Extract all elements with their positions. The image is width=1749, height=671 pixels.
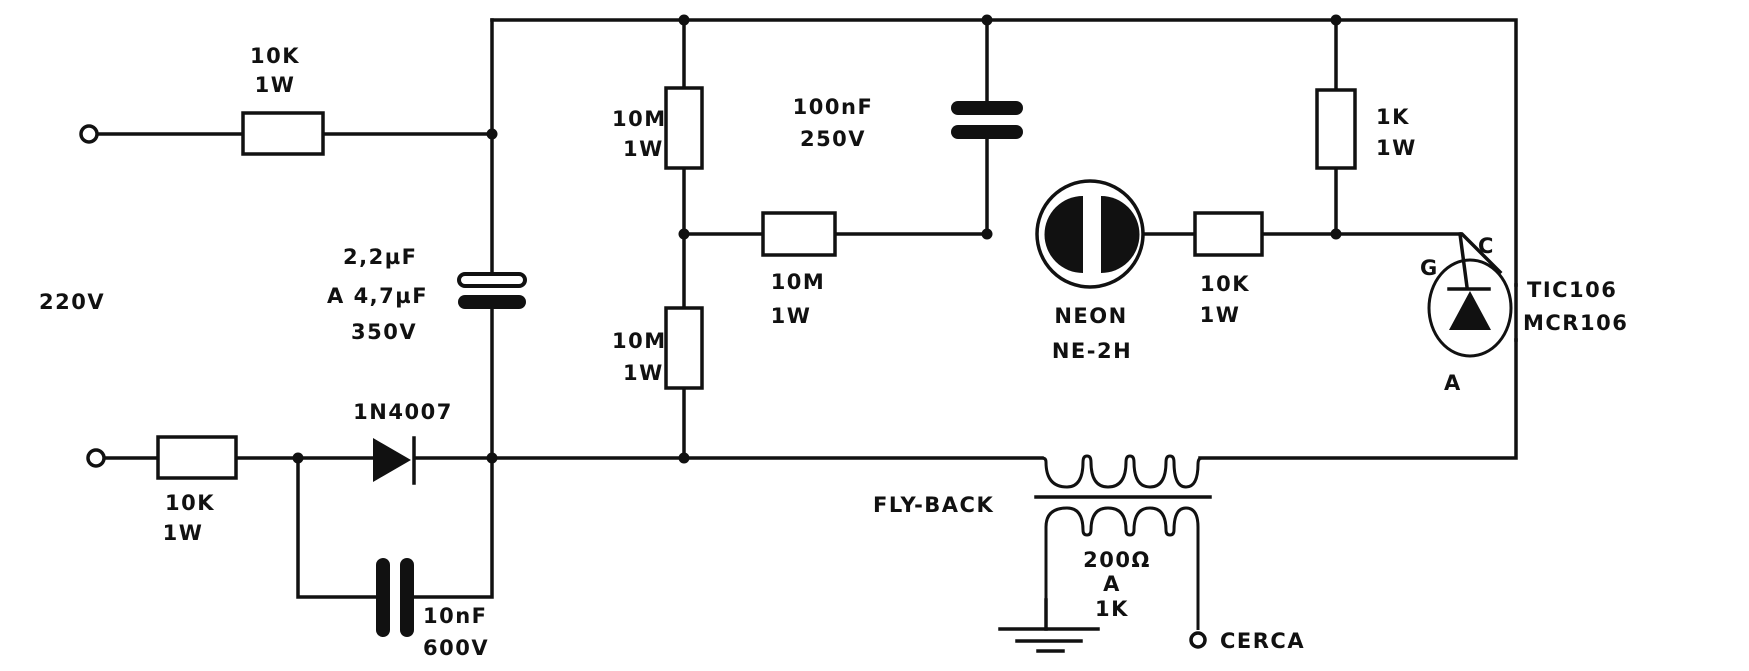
resistor-gate [1193,211,1264,257]
primary-winding-icon [1041,454,1203,489]
resistor-input-bottom [156,435,238,480]
resistor-series [761,211,837,257]
junction-dot [678,228,690,240]
middle-horizontal-wire [682,232,1503,275]
neon-lamp [1035,179,1145,289]
transformer-value-1: 200Ω [1083,548,1151,572]
capacitor-bypass [376,558,414,637]
scr-part-label-1: TIC106 [1527,278,1617,302]
top-rail-wire [490,18,1518,287]
resistor-divider-top-power: 1W [623,137,664,161]
capacitor-timing-value: 100nF [793,95,874,119]
scr-body-icon [1427,258,1513,358]
resistor-series-power: 1W [771,304,812,328]
capacitor-main-value-2: A 4,7µF [327,284,428,308]
junction-dot [486,128,498,140]
secondary-winding-icon [1044,506,1200,630]
neon-lamp-label-1: NEON [1054,304,1127,328]
output-label: CERCA [1220,629,1305,653]
junction-dot [1330,228,1342,240]
resistor-series-value: 10M [771,270,826,294]
cap-plate-open [457,272,527,288]
resistor-input-bottom-value: 10K [165,491,215,515]
diode-part-label: 1N4007 [353,400,453,424]
resistor-input-top [241,111,325,156]
scr-thyristor [1427,232,1513,358]
neon-lamp-label-2: NE-2H [1052,339,1132,363]
diode-1n4007 [373,436,416,485]
resistor-pullup [1315,88,1357,170]
transformer-value-2: A [1103,572,1121,596]
junctions [292,14,1342,464]
capacitor-bypass-value: 10nF [423,604,488,628]
resistor-input-top-power: 1W [255,73,296,97]
ground-icon [998,598,1100,653]
resistor-pullup-value: 1K [1376,105,1410,129]
junction-dot [678,452,690,464]
scr-pin-cathode: C [1478,234,1495,258]
resistor-gate-value: 10K [1200,272,1250,296]
capacitor-main-value-1: 2,2µF [343,245,418,269]
resistor-divider-bottom-value: 10M [612,329,667,353]
neon-electrode-right-icon [1101,196,1140,273]
junction-dot [1330,14,1342,26]
scr-pin-anode: A [1444,371,1462,395]
scr-triangle-icon [1449,291,1491,330]
junction-dot [981,14,993,26]
transformer-label: FLY-BACK [873,493,994,517]
resistor-input-bottom-power: 1W [163,521,204,545]
left-bus-lower-wire [408,300,494,599]
resistor-divider-bottom-power: 1W [623,361,664,385]
capacitor-timing-voltage: 250V [800,127,866,151]
junction-dot [981,228,993,240]
input-terminal-top [79,124,99,144]
wires [94,18,1518,599]
output-terminal [1189,631,1207,649]
resistor-divider-bottom [664,306,704,390]
scr-gate-lead [1458,232,1469,289]
diode-triangle-icon [373,438,411,482]
junction-dot [678,14,690,26]
capacitor-timing [951,101,1023,139]
capacitor-main-voltage: 350V [351,320,417,344]
junction-dot [486,452,498,464]
scr-part-label-2: MCR106 [1523,311,1628,335]
bypass-loop-wire [296,456,382,599]
scr-pin-gate: G [1420,256,1439,280]
transformer-value-3: 1K [1095,597,1129,621]
resistor-pullup-power: 1W [1376,136,1417,160]
capacitor-main [457,272,527,309]
resistor-divider-top-value: 10M [612,107,667,131]
neon-electrode-left-icon [1044,196,1083,273]
resistor-divider-top [664,86,704,170]
bottom-rail-wire [682,338,1518,460]
resistor-input-top-value: 10K [250,44,300,68]
flyback-transformer [1034,454,1212,630]
resistor-gate-power: 1W [1200,303,1241,327]
input-terminal-bottom [86,448,106,468]
capacitor-bypass-voltage: 600V [423,636,489,660]
junction-dot [292,452,304,464]
input-voltage-label: 220V [39,290,105,314]
